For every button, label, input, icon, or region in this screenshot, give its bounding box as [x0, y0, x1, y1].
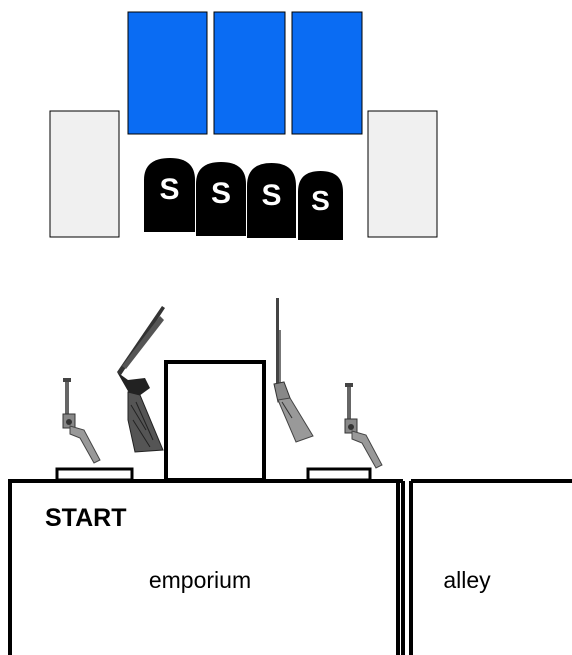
rifle-icon — [274, 298, 313, 442]
start-label: START — [45, 504, 126, 532]
plate-letter: S — [311, 185, 330, 216]
steel-plate-3: S — [247, 163, 296, 238]
revolver-icon — [63, 378, 100, 463]
no-shoot-target-right — [368, 111, 437, 237]
emporium-label: emporium — [149, 567, 251, 593]
paper-target-2 — [214, 12, 285, 134]
prop-table — [166, 362, 264, 480]
alley-label: alley — [443, 567, 491, 593]
steel-plate-1: S — [144, 158, 195, 232]
steel-plate-4: S — [298, 171, 343, 240]
plate-letter: S — [211, 177, 231, 210]
plate-letter: S — [159, 173, 179, 206]
paper-target-1 — [128, 12, 207, 134]
staging-table-left — [57, 469, 132, 480]
staging-table-right — [308, 469, 370, 480]
no-shoot-target-left — [50, 111, 119, 237]
alley-bay — [411, 481, 572, 655]
plate-letter: S — [261, 179, 281, 212]
steel-plate-2: S — [196, 162, 246, 236]
paper-target-3 — [292, 12, 362, 134]
shotgun-icon — [117, 306, 165, 452]
revolver-icon — [345, 383, 382, 468]
